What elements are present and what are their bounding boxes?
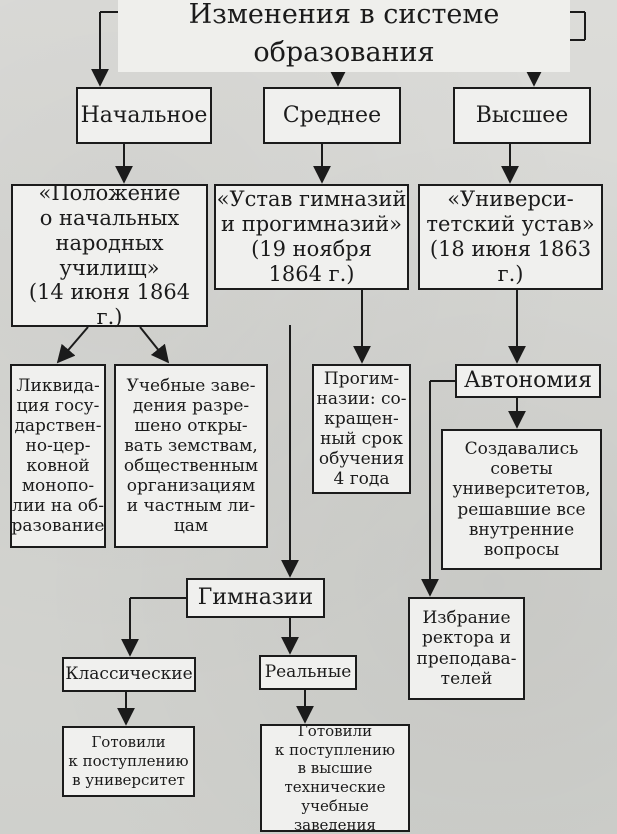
gymnasiums-real: Реальные: [259, 655, 357, 690]
level-higher: Высшее: [453, 87, 591, 144]
detail-permitted: Учебные заве- дения разре- шено откры- в…: [114, 364, 268, 548]
classical-outcome: Готовили к поступлению в университет: [62, 726, 195, 797]
detail-autonomy: Автономия: [455, 364, 601, 398]
detail-councils: Создавались советы университетов, решавш…: [441, 429, 602, 570]
level-secondary: Среднее: [263, 87, 401, 144]
detail-liquidation: Ликвида- ция госу- дарствен- но-цер- ков…: [10, 364, 106, 548]
document-higher: «Универси- тетский устав» (18 июня 1863 …: [418, 184, 603, 290]
detail-election: Избрание ректора и преподава- телей: [408, 597, 525, 700]
document-primary: «Положение о начальных народных училищ» …: [11, 181, 208, 329]
gymnasiums-box: Гимназии: [186, 578, 325, 618]
detail-progymnasium: Прогим- назии: со- кращен- ный срок обуч…: [312, 364, 411, 494]
level-primary: Начальное: [76, 87, 212, 144]
diagram-title: Изменения в системе образования: [118, 0, 570, 72]
document-secondary: «Устав гимназий и прогимназий» (19 ноябр…: [214, 184, 409, 290]
gymnasiums-classical: Классические: [62, 657, 196, 692]
real-outcome: Готовили к поступлению в высшие техничес…: [260, 722, 410, 834]
